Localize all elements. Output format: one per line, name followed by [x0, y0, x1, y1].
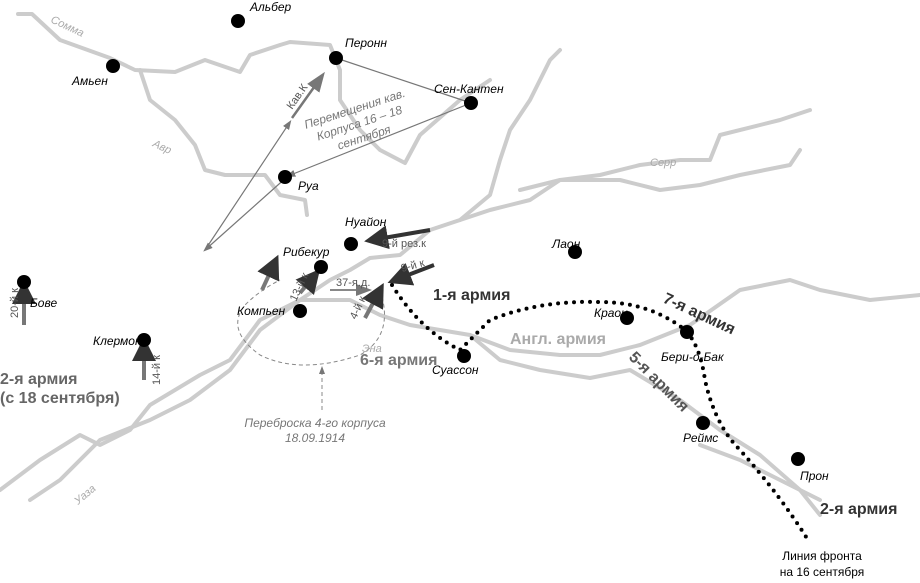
city-prosnes: Прон — [800, 469, 829, 483]
front-note-line2: на 16 сентября — [780, 565, 865, 579]
army-2nd-west-note: (с 18 сентября) — [0, 390, 120, 407]
river-label-aisne: Эна — [362, 343, 382, 355]
unit-20th-corps: 20-й к — [9, 288, 21, 318]
city-craonne: Краон — [594, 306, 628, 320]
cav-movement — [203, 57, 472, 252]
river-avre — [138, 68, 309, 217]
unit-9th-corps: 9-й к — [400, 257, 426, 275]
unit-9th-reserve: 9-й рез.к — [382, 238, 426, 250]
city-dots — [17, 14, 805, 466]
transfer-note-line1: Переброска 4-го корпуса — [244, 416, 386, 430]
city-albert: Альбер — [249, 0, 292, 14]
rivers — [0, 12, 920, 517]
army-6th: 6-я армия — [360, 352, 437, 369]
unit-14th-corps: 14-й к — [151, 355, 163, 385]
city-ribecourt: Рибекур — [283, 245, 330, 259]
transfer-4th-corps-path — [237, 279, 385, 366]
river-label-oise: Уаза — [71, 483, 98, 508]
river-somme — [16, 12, 492, 165]
front-note-line1: Линия фронта — [782, 549, 862, 563]
river-label-avre: Авр — [150, 137, 173, 156]
city-compiegne: Компьен — [237, 304, 286, 318]
river-vesle — [468, 333, 822, 517]
army-2nd-west: 2-я армия — [0, 371, 77, 388]
city-laon: Лаон — [551, 237, 581, 251]
unit-arrows — [11, 225, 435, 380]
transfer-note-line2: 18.09.1914 — [285, 431, 345, 445]
unit-37th-div: 37-я.д. — [336, 277, 370, 289]
army-1st: 1-я армия — [433, 287, 510, 304]
city-clermont: Клермон — [93, 334, 142, 348]
cav-movement-note: Перемещения кав. Корпуса 16 – 18 сентябр… — [302, 86, 406, 153]
city-saint-quentin: Сен-Кантен — [434, 82, 504, 96]
front-line — [390, 283, 810, 542]
city-noyon: Нуайон — [345, 215, 387, 229]
city-amiens: Амьен — [71, 74, 108, 88]
river-marne — [698, 443, 822, 502]
army-2nd-east: 2-я армия — [820, 501, 897, 518]
river-oise — [28, 108, 812, 502]
city-beauvais: Бове — [30, 296, 57, 310]
city-soissons: Суассон — [432, 363, 479, 377]
river-serre — [518, 148, 802, 192]
city-peronne: Перонн — [345, 36, 387, 50]
city-berry-au-bac: Бери-о-Бак — [661, 350, 725, 364]
river-oise-upper — [458, 48, 562, 222]
river-aisne — [0, 278, 920, 492]
city-reims: Реймс — [683, 431, 718, 445]
army-british: Англ. армия — [510, 331, 606, 348]
city-roye: Руа — [298, 179, 319, 193]
river-label-serre: Серр — [650, 157, 676, 169]
